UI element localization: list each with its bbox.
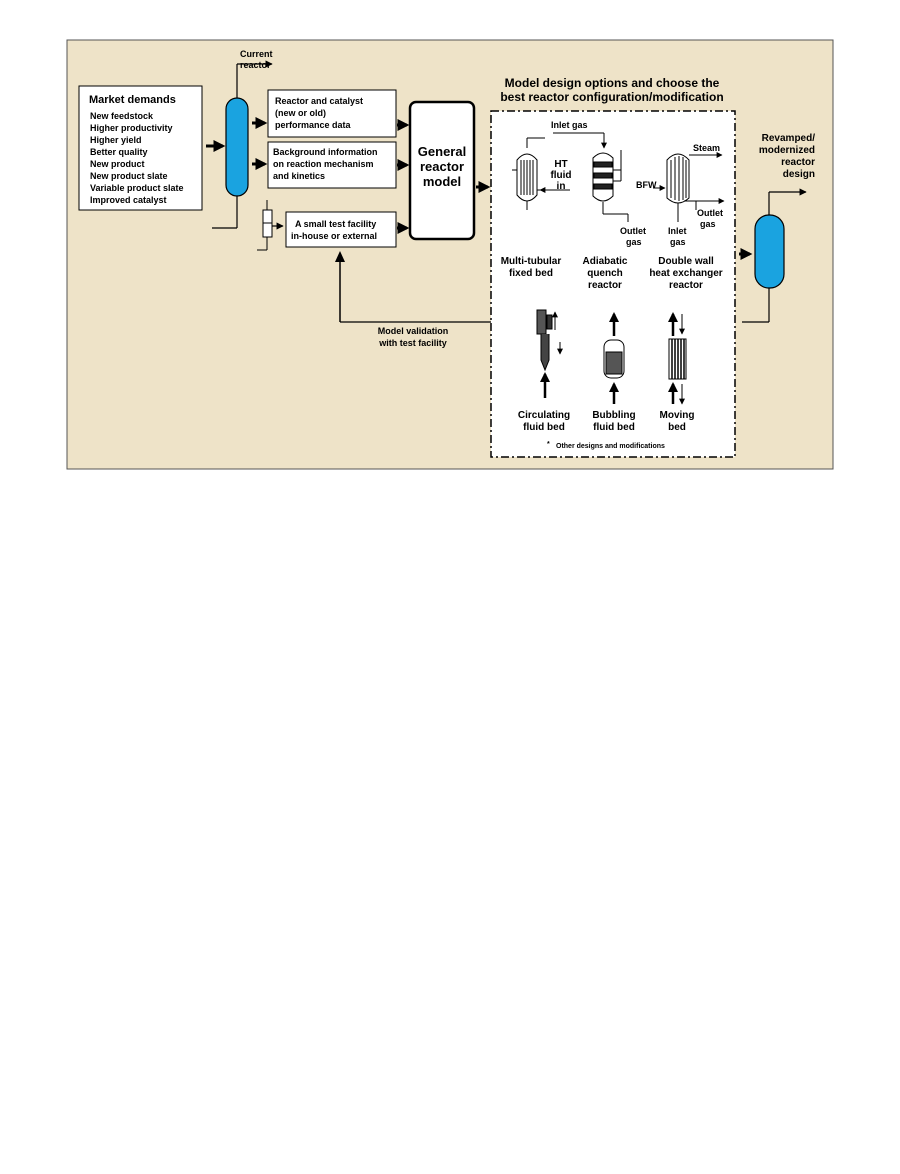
bubbling-fluid-bed-icon [603,312,625,404]
outlet-gas-label: Outlet [697,208,723,218]
outlet-gas-label: gas [700,219,716,229]
market-item: Higher productivity [90,123,173,133]
reactor-label: reactor [669,280,703,291]
moving-bed-icon [668,312,687,405]
svg-text:performance data: performance data [275,120,352,130]
test-facility-icon [257,200,273,251]
market-item: New product slate [90,171,168,181]
ht-fluid-label: HT [554,159,567,170]
general-reactor-model-box: General reactor model [408,100,476,241]
reactor-label: fluid bed [523,422,565,433]
validation-loop [335,251,491,323]
svg-text:A small test facility: A small test facility [295,219,376,229]
circulating-fluid-bed-icon [536,309,563,398]
bfw-label: BFW [636,180,657,190]
ht-fluid-label: fluid [550,170,571,181]
validation-label: Model validation [378,326,449,336]
reactor-label: fluid bed [593,422,635,433]
reactor-label: Moving [660,410,695,421]
reactor-label: Double wall [658,256,714,267]
svg-text:and kinetics: and kinetics [273,171,325,181]
output-label: modernized [759,145,815,156]
double-wall-reactor-icon [653,152,725,222]
adiabatic-reactor-icon [553,132,629,222]
reactor-label: fixed bed [509,268,553,279]
reactor-label: Adiabatic [582,256,627,267]
market-item: New product [90,159,145,169]
outlet-gas-label: Outlet [620,226,646,236]
steam-label: Steam [693,143,720,153]
output-label: design [783,169,815,180]
ht-fluid-label: in [557,181,566,192]
market-item: New feedstock [90,111,154,121]
current-reactor-vessel [212,60,273,229]
multi-tubular-reactor-icon [512,137,545,210]
asterisk: * [547,441,550,448]
market-item: Higher yield [90,135,142,145]
validation-label: with test facility [378,338,447,348]
svg-text:model: model [423,174,461,189]
options-title: best reactor configuration/modification [500,90,723,104]
market-demands-box: Market demands New feedstock Higher prod… [78,85,203,211]
svg-text:Background information: Background information [273,147,378,157]
test-facility-box: A small test facility in-house or extern… [285,211,397,248]
current-reactor-label: reactor [240,60,271,70]
reactor-label: heat exchanger [649,268,722,279]
inlet-gas-label: Inlet gas [551,120,588,130]
options-title: Model design options and choose the [505,76,720,90]
reactor-label: bed [668,422,686,433]
reactor-label: reactor [588,280,622,291]
svg-text:General: General [418,144,466,159]
svg-text:on reaction mechanism: on reaction mechanism [273,159,374,169]
reactor-label: Bubbling [592,410,635,421]
reactor-label: Multi-tubular [501,256,562,267]
market-demands-title: Market demands [89,94,176,106]
reactor-label: quench [587,268,623,279]
current-reactor-label: Current [240,49,273,59]
background-info-box: Background information on reaction mecha… [267,141,397,189]
svg-text:(new or old): (new or old) [275,108,326,118]
market-item: Improved catalyst [90,195,167,205]
revamped-reactor-vessel [742,188,807,323]
output-label: Revamped/ [762,133,816,144]
market-item: Variable product slate [90,183,184,193]
output-label: reactor [781,157,815,168]
svg-text:Reactor and catalyst: Reactor and catalyst [275,96,363,106]
reactor-label: Circulating [518,410,570,421]
svg-text:in-house or external: in-house or external [291,231,377,241]
market-item: Better quality [90,147,148,157]
inlet-gas-label: Inlet [668,226,687,236]
svg-text:reactor: reactor [420,159,464,174]
performance-data-box: Reactor and catalyst (new or old) perfor… [267,89,397,138]
other-designs-note: Other designs and modifications [556,443,665,450]
inlet-gas-label: gas [670,237,686,247]
outlet-gas-label: gas [626,237,642,247]
